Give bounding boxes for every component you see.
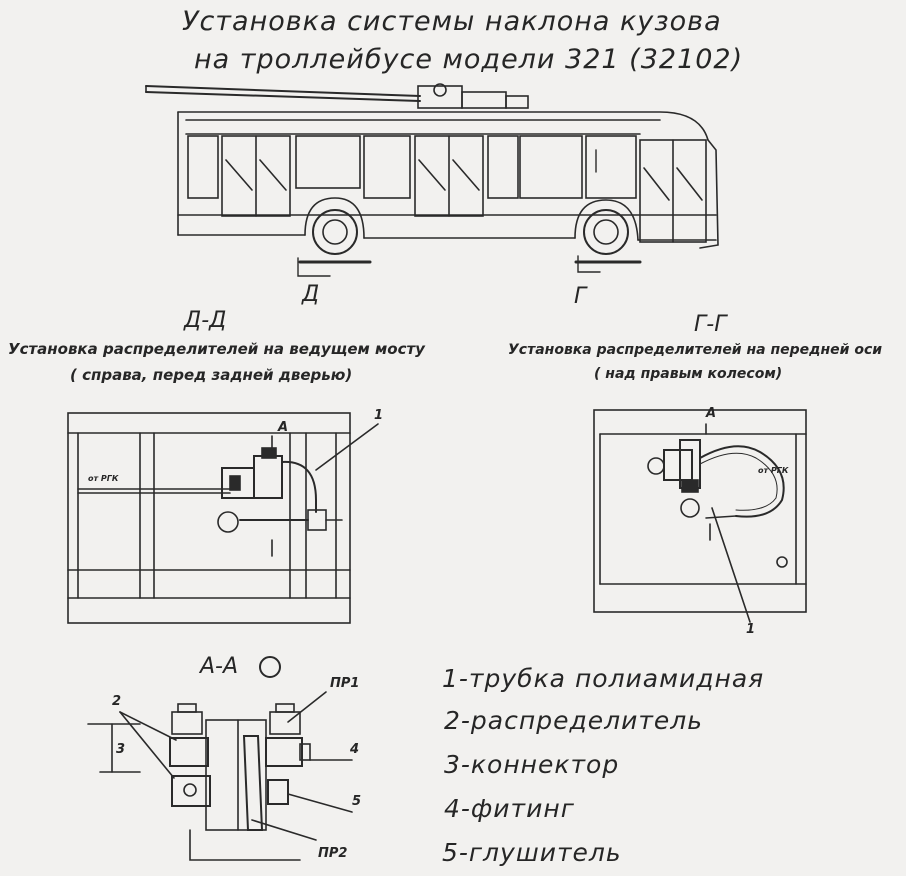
legend-item-2: 2-распределитель	[444, 706, 704, 735]
section-aa-label-pr2: ПР2	[318, 846, 348, 861]
trolleybus-side-view	[145, 83, 719, 277]
legend-item-3: 3-коннектор	[444, 750, 620, 779]
section-gg-label-rk: от РГК	[758, 466, 789, 475]
section-dd-drawing	[67, 412, 379, 624]
section-dd-heading: Д-Д	[184, 308, 227, 333]
section-gg-drawing	[593, 409, 807, 623]
legend-item-1: 1-трубка полиамидная	[442, 664, 765, 693]
section-dd-label-rk: от РГК	[88, 474, 119, 483]
section-aa-callout-5: 5	[352, 794, 362, 809]
section-aa-heading: А-А	[200, 654, 239, 679]
section-gg-subcaption: ( над правым колесом)	[594, 366, 783, 382]
section-dd-caption: Установка распределителей на ведущем мос…	[8, 340, 425, 358]
diagram-title-line2: на троллейбусе модели 321 (32102)	[194, 44, 744, 75]
section-dd-subcaption: ( справа, перед задней дверью)	[70, 366, 353, 384]
section-aa-callout-4: 4	[350, 742, 360, 757]
section-aa-drawing	[87, 656, 353, 861]
section-aa-callout-3: 3	[116, 742, 126, 757]
section-dd-callout-1: 1	[374, 408, 384, 423]
section-mark-g: Г	[574, 284, 587, 309]
section-mark-d: Д	[302, 282, 320, 307]
section-aa-label-pr1: ПР1	[330, 676, 360, 691]
legend-item-5: 5-глушитель	[442, 838, 622, 867]
section-gg-callout-1: 1	[746, 622, 756, 637]
section-dd-mark-a: А	[278, 420, 289, 435]
diagram-title-line1: Установка системы наклона кузова	[182, 6, 722, 37]
legend-item-4: 4-фитинг	[444, 794, 575, 823]
section-aa-callout-2: 2	[112, 694, 122, 709]
section-gg-caption: Установка распределителей на передней ос…	[508, 342, 883, 358]
section-gg-mark-a: А	[706, 406, 717, 421]
section-gg-heading: Г-Г	[694, 312, 727, 337]
